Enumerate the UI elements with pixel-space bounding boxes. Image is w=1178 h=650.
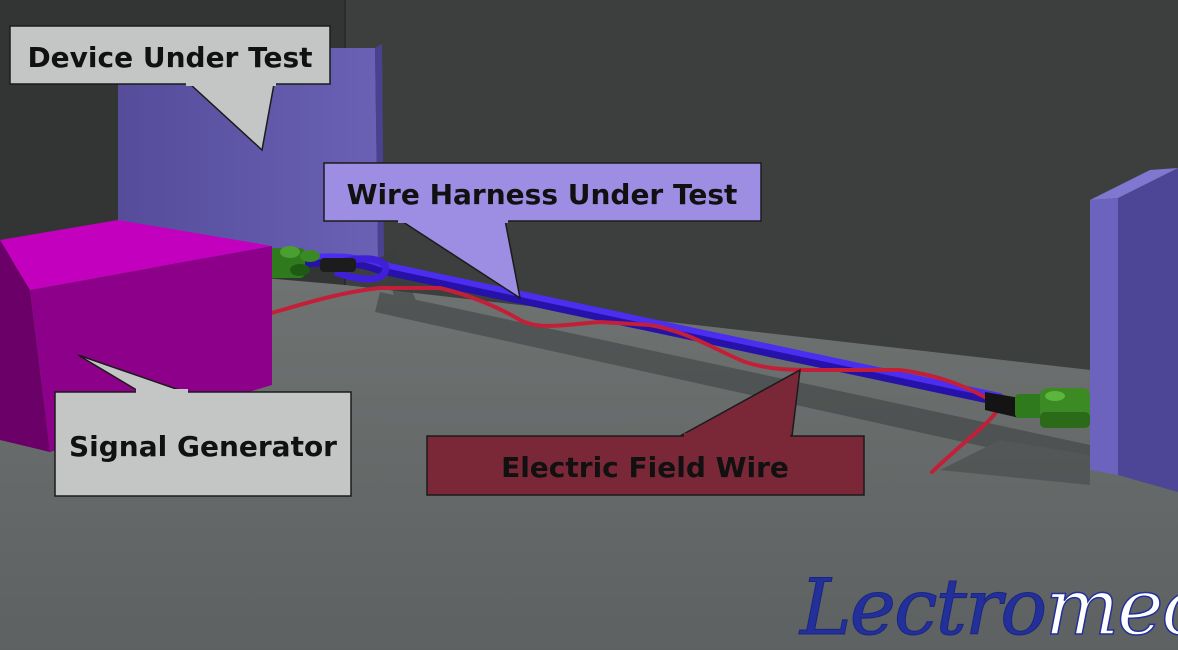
receiver-box (1090, 168, 1178, 492)
logo-part-white: mec (1045, 563, 1178, 650)
electric-field-wire (266, 286, 1002, 474)
lectromec-logo: Lectromec (798, 562, 1178, 650)
wire-harness-label: Wire Harness Under Test (347, 178, 738, 211)
callout-box (323, 162, 762, 222)
svg-text:Lectromec: Lectromec (798, 563, 1178, 650)
signal-generator-label: Signal Generator (69, 430, 337, 463)
electric-field-wire-label: Electric Field Wire (501, 451, 789, 484)
logo-part-blue: Lectro (798, 563, 1045, 650)
right-connector (985, 388, 1090, 428)
callout-box (426, 435, 865, 496)
callout-electric-field-wire: Electric Field Wire (426, 368, 865, 496)
callout-signal-generator: Signal Generator (54, 354, 352, 497)
device-under-test-label: Device Under Test (27, 41, 312, 74)
shadows (375, 250, 1090, 485)
callout-box (54, 391, 352, 497)
left-connector (265, 246, 356, 278)
callout-wire-harness: Wire Harness Under Test (323, 162, 762, 300)
callout-box (9, 25, 331, 85)
callout-device-under-test: Device Under Test (9, 25, 331, 152)
